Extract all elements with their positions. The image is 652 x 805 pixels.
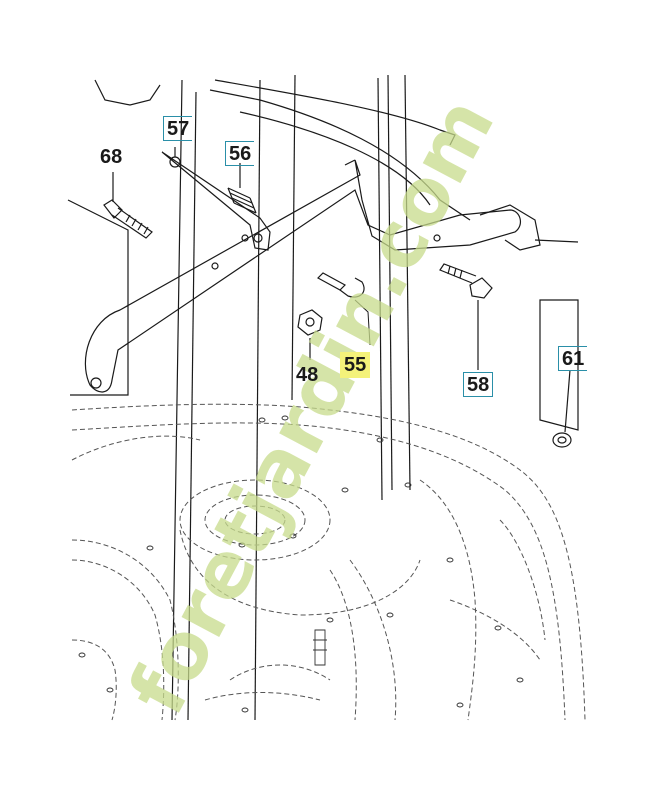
guide-line [387,74,393,491]
guide-line [404,74,411,491]
callout-57[interactable]: 57 [163,116,193,141]
cable-bracket [479,204,541,251]
callout-58[interactable]: 58 [463,372,494,397]
left-panel [67,199,129,396]
right-panel [539,299,579,431]
watermark-text: foretjardin.com [112,84,512,729]
lever-arm [84,159,522,393]
frame-arc-top [214,79,456,146]
bracket-57 [161,151,271,251]
spring-56 [227,187,257,214]
lever-pivot-hole [90,377,102,389]
spindle-housing-dashed [179,479,331,561]
washer-57 [169,156,181,168]
frame-arc-inner [239,111,431,206]
deck-outline-dashed [71,403,586,721]
callout-48[interactable]: 48 [296,364,319,386]
callout-56[interactable]: 56 [225,141,255,166]
guide-line [254,79,261,721]
callout-55[interactable]: 55 [340,352,371,378]
callout-68[interactable]: 68 [100,146,123,168]
bolt-68 [103,199,153,239]
guide-line [291,74,296,401]
callout-61[interactable]: 61 [558,346,588,371]
frame-top-left [94,79,161,106]
washer-61 [552,432,572,448]
frame-arc-outer [209,89,471,221]
bolt-58 [439,263,493,299]
watermark: foretjardin.com [112,84,512,729]
guide-line [187,91,197,721]
guide-line [171,79,183,721]
pin-55 [317,272,371,346]
nut-48 [297,309,323,336]
